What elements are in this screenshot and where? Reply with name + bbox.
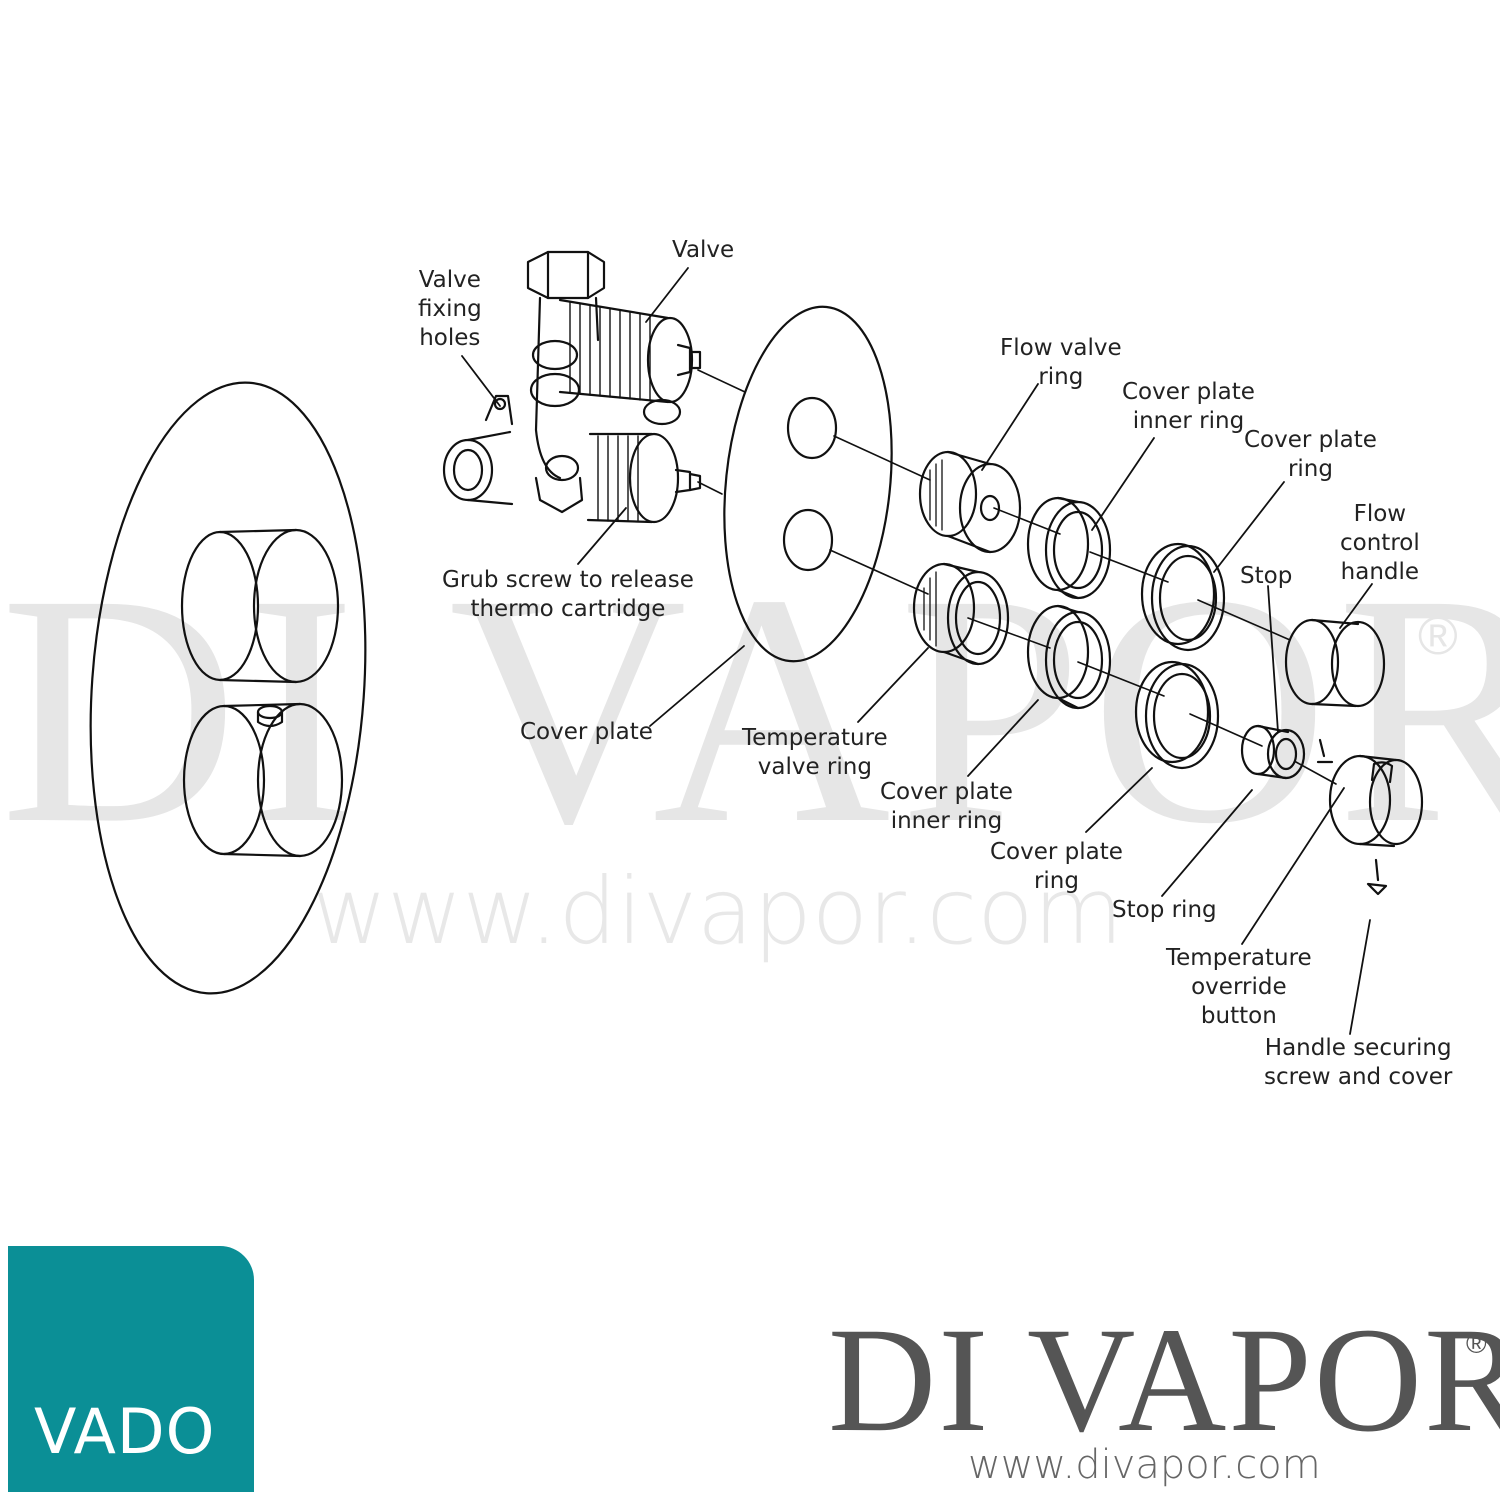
stop-ring-part (1240, 724, 1306, 780)
label-cover-plate-ring-top: Cover plate ring (1244, 427, 1377, 482)
assembled-cover-plate (89, 381, 367, 995)
label-temperature-override-button: Temperature override button (1166, 945, 1312, 1029)
valve-body (442, 250, 702, 524)
label-stop: Stop (1240, 563, 1293, 589)
cover-plate-part (723, 305, 893, 663)
label-flow-valve-ring: Flow valve ring (1000, 335, 1122, 390)
label-cover-plate: Cover plate (520, 719, 653, 745)
label-leader-lines (461, 267, 1373, 1035)
label-flow-control-handle: Flow control handle (1340, 501, 1420, 585)
label-valve-fixing-holes: Valve fixing holes (418, 267, 482, 351)
vado-logo: VADO (8, 1246, 254, 1492)
brand-registered-mark: ® (1466, 1328, 1487, 1359)
cover-plate-ring-top-part (1140, 542, 1226, 652)
temperature-valve-ring-part (912, 562, 1010, 666)
label-temperature-valve-ring: Temperature valve ring (742, 725, 888, 780)
brand-name: DI VAPOR (828, 1297, 1500, 1463)
vado-logo-text: VADO (34, 1395, 216, 1468)
watermark-registered-mark: ® (1418, 606, 1458, 666)
label-cover-plate-inner-ring-bottom: Cover plate inner ring (880, 779, 1013, 834)
label-stop-ring: Stop ring (1112, 897, 1217, 923)
cover-plate-inner-ring-top-part (1026, 496, 1112, 600)
label-cover-plate-ring-bottom: Cover plate ring (990, 839, 1123, 894)
watermark-name: DI VAPOR (0, 527, 1500, 892)
label-valve: Valve (672, 237, 735, 263)
label-grub-screw: Grub screw to release thermo cartridge (442, 567, 694, 622)
label-cover-plate-inner-ring-top: Cover plate inner ring (1122, 379, 1255, 434)
label-handle-securing-screw: Handle securing screw and cover (1264, 1035, 1453, 1090)
temperature-handle-part (1328, 754, 1424, 896)
cover-plate-ring-bottom-part (1134, 660, 1220, 770)
cover-plate-inner-ring-bottom-part (1026, 604, 1112, 710)
flow-valve-ring-part (918, 450, 1022, 554)
watermark-url: www.divapor.com (312, 858, 1124, 965)
brand-url: www.divapor.com (968, 1442, 1321, 1488)
flow-control-handle-part (1284, 618, 1386, 764)
